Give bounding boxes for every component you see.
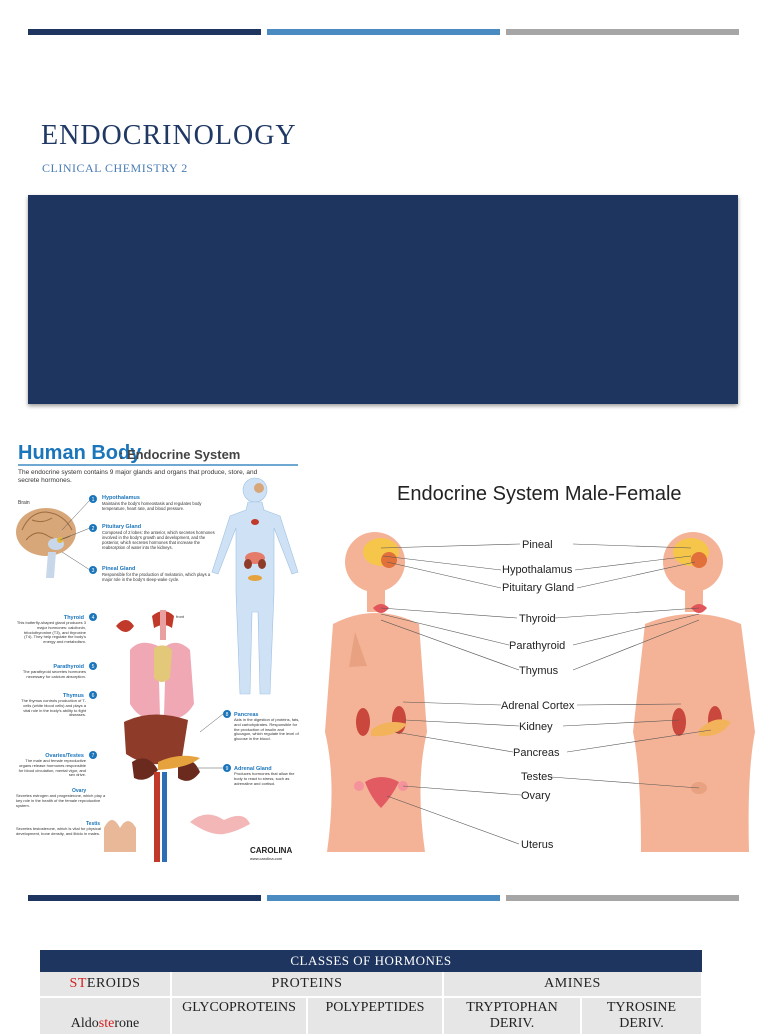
ovary-entry: Ovary Secretes estrogen and progesterone… bbox=[16, 788, 105, 808]
male-female-figure-svg: Endocrine System Male-Female bbox=[325, 483, 755, 852]
svg-text:2: 2 bbox=[92, 526, 95, 532]
svg-text:3: 3 bbox=[92, 568, 95, 574]
gland-entry-7: Ovaries/Testes 7 The male and female rep… bbox=[19, 751, 97, 777]
svg-text:Ovaries/Testes: Ovaries/Testes bbox=[45, 753, 84, 759]
cell-glycoproteins: GLYCOPROTEINS bbox=[171, 996, 308, 1034]
human-body-endocrine-figure: Human Body : Endocrine System The endocr… bbox=[12, 432, 302, 864]
bottom-bar-gray bbox=[506, 895, 739, 901]
svg-text:7: 7 bbox=[92, 753, 95, 759]
label-adrenal-cortex: Adrenal Cortex bbox=[501, 700, 575, 712]
label-parathyroid: Parathyroid bbox=[509, 640, 565, 652]
svg-text:4: 4 bbox=[92, 615, 95, 621]
male-figure bbox=[633, 532, 755, 852]
top-bar-gray bbox=[506, 29, 739, 35]
male-organs bbox=[672, 538, 731, 794]
label-pituitary: Pituitary Gland bbox=[502, 582, 574, 594]
label-pineal: Pineal bbox=[522, 539, 553, 551]
female-organs bbox=[354, 538, 408, 808]
male-female-title: Endocrine System Male-Female bbox=[397, 483, 682, 505]
gland-entry-5: Parathyroid 5 The parathyroid secretes h… bbox=[23, 662, 97, 679]
testis-entry: Testis Secretes testosterone, which is v… bbox=[16, 821, 101, 836]
label-hypothalamus: Hypothalamus bbox=[502, 564, 573, 576]
brain-illustration bbox=[16, 508, 76, 578]
svg-text:9: 9 bbox=[226, 766, 229, 772]
human-body-figure-svg: Human Body : Endocrine System The endocr… bbox=[16, 442, 299, 862]
svg-text:Ovary: Ovary bbox=[72, 788, 86, 794]
title-banner-box bbox=[28, 195, 738, 404]
label-thymus: Thymus bbox=[519, 665, 559, 677]
slide-title: ENDOCRINOLOGY bbox=[41, 120, 297, 151]
label-uterus: Uterus bbox=[521, 839, 554, 851]
label-kidney: Kidney bbox=[519, 721, 553, 733]
body-outline-illustration bbox=[211, 477, 299, 695]
female-figure bbox=[325, 532, 427, 852]
svg-text:Hypothalamus: Hypothalamus bbox=[102, 495, 140, 501]
male-female-endocrine-figure: Endocrine System Male-Female bbox=[315, 452, 760, 872]
top-bar-navy bbox=[28, 29, 261, 35]
organs-illustration bbox=[104, 642, 250, 862]
label-testes: Testes bbox=[521, 771, 553, 783]
bottom-bar-blue bbox=[267, 895, 500, 901]
front-label: front bbox=[176, 614, 185, 619]
leader-lines bbox=[380, 543, 712, 845]
svg-text:Pituitary Gland: Pituitary Gland bbox=[102, 524, 141, 530]
cell-aldosterone: Aldosterone bbox=[40, 996, 172, 1034]
steroids-rest-part: EROIDS bbox=[86, 976, 141, 991]
gland-entry-9: 9 Adrenal Gland Produces hormones that a… bbox=[223, 764, 294, 786]
slide-subtitle: CLINICAL CHEMISTRY 2 bbox=[42, 161, 188, 175]
gland-entry-6: Thymus 6 The thymus controls production … bbox=[21, 691, 97, 717]
steroids-red-part: ST bbox=[69, 976, 87, 991]
figure-intro: The endocrine system contains 9 major gl… bbox=[18, 469, 257, 484]
svg-text:5: 5 bbox=[92, 664, 95, 670]
svg-text:1: 1 bbox=[92, 497, 95, 503]
table-header: CLASSES OF HORMONES bbox=[40, 950, 702, 972]
cell-tryptophan: TRYPTOPHAN DERIV. bbox=[443, 996, 582, 1034]
carolina-url: www.carolina.com bbox=[250, 856, 283, 861]
figure-title-bold: Human Body bbox=[18, 442, 142, 464]
label-pancreas: Pancreas bbox=[513, 747, 560, 759]
svg-text:Pancreas: Pancreas bbox=[234, 712, 258, 718]
gland-entry-8: 8 Pancreas Aids in the digestion of prot… bbox=[223, 710, 299, 741]
top-bar-blue bbox=[267, 29, 500, 35]
gland-entry-3: 3 Pineal Gland Responsible for the produ… bbox=[89, 566, 210, 582]
svg-text:Thymus: Thymus bbox=[63, 693, 84, 699]
header-proteins: PROTEINS bbox=[171, 972, 444, 997]
header-amines: AMINES bbox=[443, 972, 703, 997]
svg-text:Testis: Testis bbox=[86, 821, 100, 827]
svg-text:Adrenal Gland: Adrenal Gland bbox=[234, 766, 272, 772]
thyroid-illustration: back front bbox=[116, 610, 185, 640]
bottom-bar-navy bbox=[28, 895, 261, 901]
organ-labels: Pineal Hypothalamus Pituitary Gland Thyr… bbox=[501, 539, 575, 851]
cell-polypeptides: POLYPEPTIDES bbox=[307, 996, 444, 1034]
svg-text:Parathyroid: Parathyroid bbox=[53, 664, 84, 670]
gland-entry-1: 1 Hypothalamus Maintains the body's home… bbox=[89, 495, 202, 511]
label-thyroid: Thyroid bbox=[519, 613, 556, 625]
brain-label: Brain bbox=[18, 500, 30, 506]
svg-text:Pineal Gland: Pineal Gland bbox=[102, 566, 135, 572]
cell-tyrosine: TYROSINE DERIV. bbox=[581, 996, 703, 1034]
gland-entry-4: Thyroid 4 This butterfly-shaped gland pr… bbox=[17, 613, 97, 644]
carolina-logo: CAROLINA bbox=[250, 846, 292, 855]
svg-text:6: 6 bbox=[92, 693, 95, 699]
figure-title-rest: : Endocrine System bbox=[119, 447, 240, 462]
hormones-table: CLASSES OF HORMONES STEROIDS PROTEINS AM… bbox=[40, 950, 703, 1034]
svg-text:Thyroid: Thyroid bbox=[64, 615, 84, 621]
header-steroids: STEROIDS bbox=[40, 972, 172, 997]
svg-text:8: 8 bbox=[226, 712, 229, 718]
gland-entry-2: 2 Pituitary Gland Composed of 2 lobes: t… bbox=[89, 524, 215, 550]
label-ovary: Ovary bbox=[521, 790, 551, 802]
